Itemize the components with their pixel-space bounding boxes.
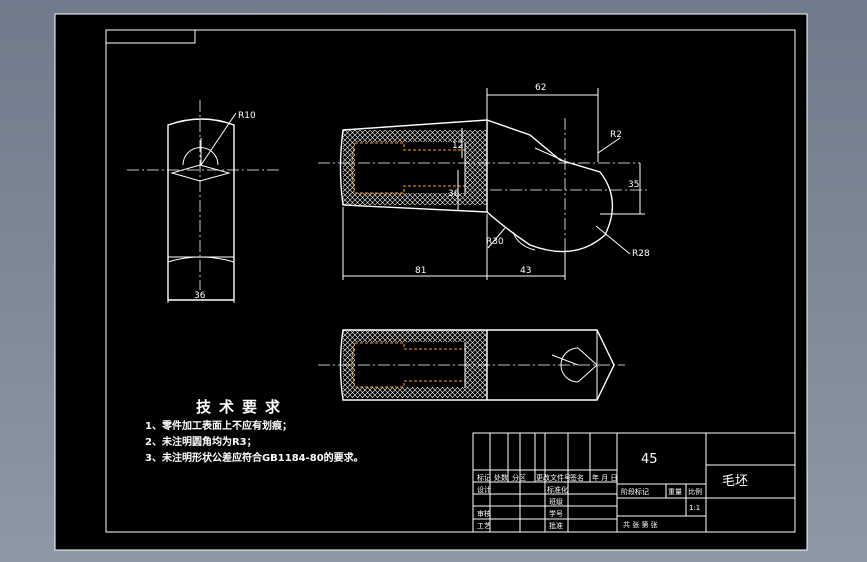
drawing-border [105,29,796,533]
dim-36: 36 [448,189,460,199]
code-box [105,29,196,44]
drawing-sheet [54,13,808,551]
tb-date: 年 月 日 [592,473,617,482]
tb-scale-label: 比例 [688,487,702,496]
tb-review: 审核 [477,509,491,518]
part-name: 毛坯 [722,474,748,489]
tb-sheets: 共 张 第 张 [623,520,658,529]
tb-design: 设计 [477,485,491,494]
tb-change: 更改文件号 [536,473,571,482]
dim-35: 35 [628,180,639,190]
front-section-view: 62 R2 12 36 35 R30 R28 81 43 [318,83,650,280]
tb-weight: 重量 [668,488,682,496]
dim-43: 43 [520,266,531,276]
tb-mark: 标记 [477,473,491,482]
note-2: 2、未注明圆角均为R3； [145,435,257,448]
technical-requirements: 技术要求 1、零件加工表面上不应有划痕； 2、未注明圆角均为R3； 3、未注明形… [145,398,364,464]
dim-r30: R30 [486,237,504,247]
tb-sign: 签名 [570,473,584,482]
tb-scale: 1:1 [689,504,700,512]
dim-81: 81 [415,266,426,276]
tb-student-no: 学号 [549,509,563,518]
dim-width-36: 36 [194,291,206,301]
dim-r28: R28 [632,249,650,259]
tb-standardization: 标准化 [547,485,568,494]
tb-approve: 批准 [549,521,563,530]
side-view: R10 36 [127,100,280,303]
title-block: 45 毛坯 标记 处数 分区 更改文件号 签名 年 月 日 设计 标准化 班级 … [472,432,796,533]
note-3: 3、未注明形状公差应符合GB1184-80的要求。 [145,451,364,464]
top-section-view [318,329,625,401]
dim-12: 12 [452,141,463,151]
notes-title: 技术要求 [196,398,288,416]
tb-zone: 分区 [512,473,526,482]
dim-r10: R10 [238,111,256,121]
tb-process: 工艺 [477,522,491,530]
note-1: 1、零件加工表面上不应有划痕； [145,419,292,432]
tb-count: 处数 [494,473,508,482]
material-value: 45 [641,452,658,467]
tb-stage: 阶段标记 [621,487,649,496]
dim-62: 62 [535,83,546,93]
dim-r2: R2 [610,130,622,140]
tb-class: 班级 [549,497,563,506]
